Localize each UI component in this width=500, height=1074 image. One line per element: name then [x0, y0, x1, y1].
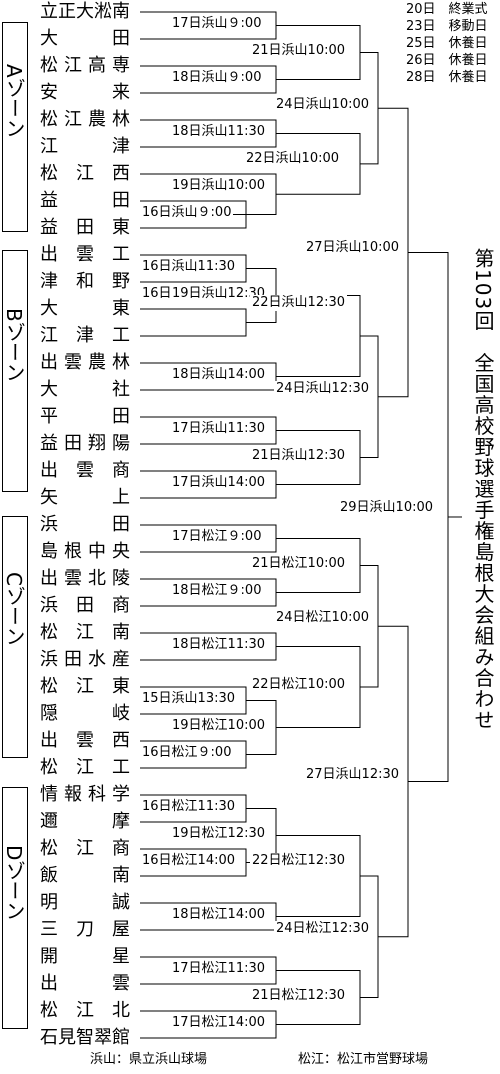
zone-c-box — [2, 516, 28, 758]
team-name: 石見智翠館 — [40, 1027, 130, 1048]
match-label: 22日浜山10:00 — [244, 151, 342, 167]
zone-a-box — [2, 22, 28, 232]
team-name: 出雲農林 — [40, 352, 130, 373]
bracket-line — [276, 835, 361, 917]
team-name: 三刀屋 — [40, 919, 130, 940]
schedule-line: 23日 移動日 — [406, 19, 488, 34]
match-label: 22日浜山12:30 — [250, 295, 348, 311]
match-label: 15日浜山13:30 — [140, 691, 238, 707]
match-label: 24日松江10:00 — [274, 610, 372, 626]
team-name: 松江南 — [40, 622, 130, 643]
team-name: 開星 — [40, 946, 130, 967]
zone-d-box — [2, 787, 28, 1029]
match-label: 27日浜山10:00 — [304, 240, 402, 256]
match-label: 21日松江12:30 — [250, 988, 348, 1004]
match-label: 18日松江９:00 — [170, 583, 264, 599]
team-name: 松江工 — [40, 757, 130, 778]
match-label: 17日浜山14:00 — [170, 475, 268, 491]
team-name: 松江商 — [40, 838, 130, 859]
match-label: 27日浜山12:30 — [304, 767, 402, 783]
match-label: 21日松江10:00 — [250, 556, 348, 572]
zone-d-label: Dゾーン — [2, 845, 26, 921]
match-label: 18日浜山11:30 — [170, 124, 268, 140]
team-name: 安来 — [40, 82, 130, 103]
team-name: 出雲西 — [40, 730, 130, 751]
team-name: 松江北 — [40, 1000, 130, 1021]
match-label: 17日浜山９:00 — [170, 16, 264, 32]
schedule-line: 26日 休養日 — [406, 53, 488, 68]
match-label: 19日浜山12:30 — [170, 286, 268, 302]
footer-hamayama: 浜山：県立浜山球場 — [90, 1052, 208, 1067]
schedule-line: 28日 休養日 — [406, 70, 488, 85]
match-label: 16日浜山11:30 — [140, 259, 238, 275]
zone-a-label: Aゾーン — [2, 64, 26, 138]
team-name: 松江高専 — [40, 55, 130, 76]
team-name: 出雲商 — [40, 460, 130, 481]
team-name: 浜田 — [40, 514, 130, 535]
match-label: 16日松江９:00 — [140, 745, 234, 761]
zone-c-label: Cゾーン — [2, 572, 26, 646]
match-label: 18日松江14:00 — [170, 907, 268, 923]
bracket-line — [408, 251, 449, 782]
match-label: 18日松江11:30 — [170, 637, 268, 653]
team-name: 情報科学 — [40, 784, 130, 805]
team-name: 江津工 — [40, 325, 130, 346]
match-label: 19日松江12:30 — [170, 826, 268, 842]
match-label: 24日浜山10:00 — [274, 97, 372, 113]
match-label: 17日浜山11:30 — [170, 421, 268, 437]
match-label: 19日松江10:00 — [170, 718, 268, 734]
bracket-line — [360, 565, 379, 688]
match-label: 18日浜山14:00 — [170, 367, 268, 383]
team-name: 出雲北陵 — [40, 568, 130, 589]
team-name: 島根中央 — [40, 541, 130, 562]
match-label: 17日松江14:00 — [170, 1015, 268, 1031]
team-name: 邇摩 — [40, 811, 130, 832]
match-label: 21日浜山12:30 — [250, 448, 348, 464]
team-name: 江津 — [40, 136, 130, 157]
team-name: 飯南 — [40, 865, 130, 886]
match-label: 19日浜山10:00 — [170, 178, 268, 194]
team-name: 大東 — [40, 298, 130, 319]
zone-b-label: Bゾーン — [2, 308, 26, 382]
team-name: 松江農林 — [40, 109, 130, 130]
bracket-line — [140, 308, 247, 337]
team-name: 松江西 — [40, 163, 130, 184]
team-name: 平田 — [40, 406, 130, 427]
team-name: 出雲工 — [40, 244, 130, 265]
schedule-line: 20日 終業式 — [406, 2, 488, 17]
team-name: 矢上 — [40, 487, 130, 508]
team-name: 出雲 — [40, 973, 130, 994]
match-label: 22日松江12:30 — [250, 853, 348, 869]
match-label: 22日松江10:00 — [250, 677, 348, 693]
team-name: 益田 — [40, 190, 130, 211]
team-name: 益田東 — [40, 217, 130, 238]
team-name: 浜田水産 — [40, 649, 130, 670]
team-name: 明誠 — [40, 892, 130, 913]
footer-matsue: 松江：松江市営野球場 — [298, 1052, 429, 1067]
team-name: 浜田商 — [40, 595, 130, 616]
team-name: 津和野 — [40, 271, 130, 292]
team-name: 益田翔陽 — [40, 433, 130, 454]
match-label: 21日浜山10:00 — [250, 43, 348, 59]
match-label: 17日松江11:30 — [170, 961, 268, 977]
match-label: 16日松江14:00 — [140, 853, 238, 869]
team-name: 大田 — [40, 28, 130, 49]
team-name: 立正大淞南 — [40, 1, 130, 22]
match-label: 16日浜山９:00 — [140, 205, 234, 221]
schedule-line: 25日 休養日 — [406, 36, 488, 51]
team-name: 松江東 — [40, 676, 130, 697]
match-label: 24日松江12:30 — [274, 921, 372, 937]
team-name: 隠岐 — [40, 703, 130, 724]
team-name: 大社 — [40, 379, 130, 400]
zone-b-box — [2, 250, 28, 492]
match-label: 16日松江11:30 — [140, 799, 238, 815]
match-label: 18日浜山９:00 — [170, 70, 264, 86]
page-title: 第103回 全国高校野球選手権島根大会組み合わせ — [471, 248, 495, 731]
final-match-label: 29日浜山10:00 — [338, 500, 436, 516]
match-label: 17日松江９:00 — [170, 529, 264, 545]
match-label: 24日浜山12:30 — [274, 381, 372, 397]
